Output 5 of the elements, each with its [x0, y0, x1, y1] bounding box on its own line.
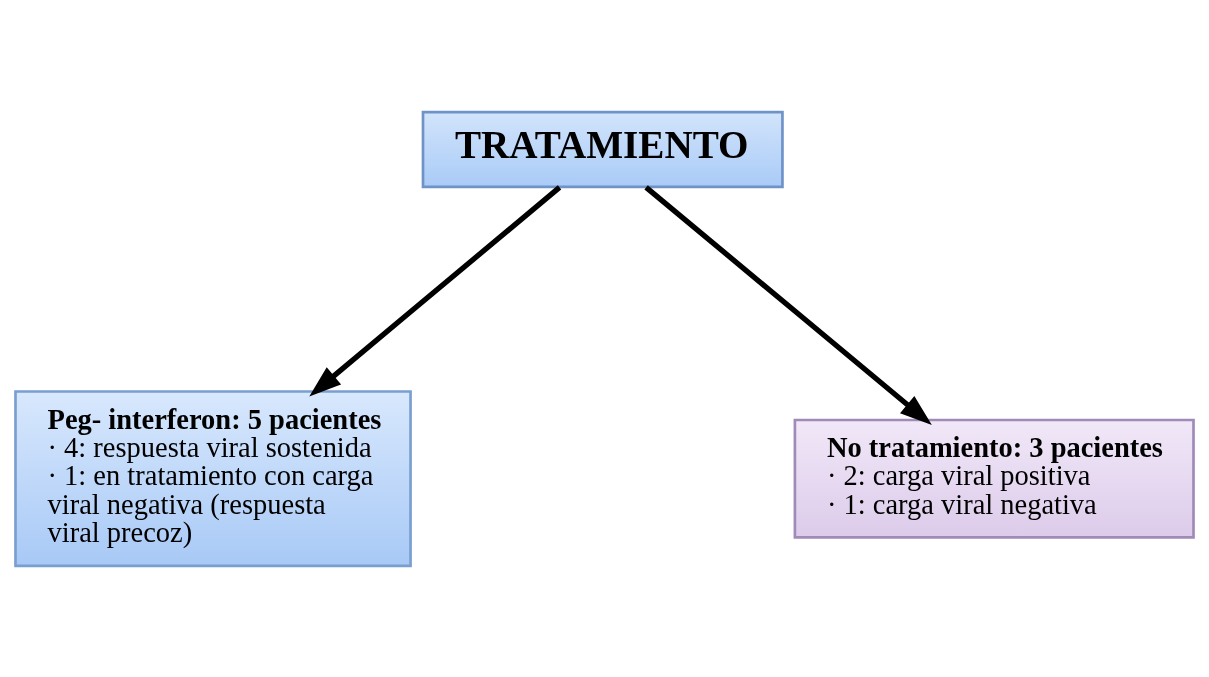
node-box: No tratamiento: 3 pacientes · 2: carga viral positiva · 1: carga viral negativa [793, 418, 1195, 539]
node-box: Peg- interferon: 5 pacientes · 4: respuesta viral sostenida · 1: en tratamiento con carga viral negativa (respuesta viral precoz) [14, 389, 412, 567]
node-box: TRATAMIENTO [421, 110, 784, 188]
arrow [644, 184, 932, 425]
arrow [309, 184, 562, 396]
